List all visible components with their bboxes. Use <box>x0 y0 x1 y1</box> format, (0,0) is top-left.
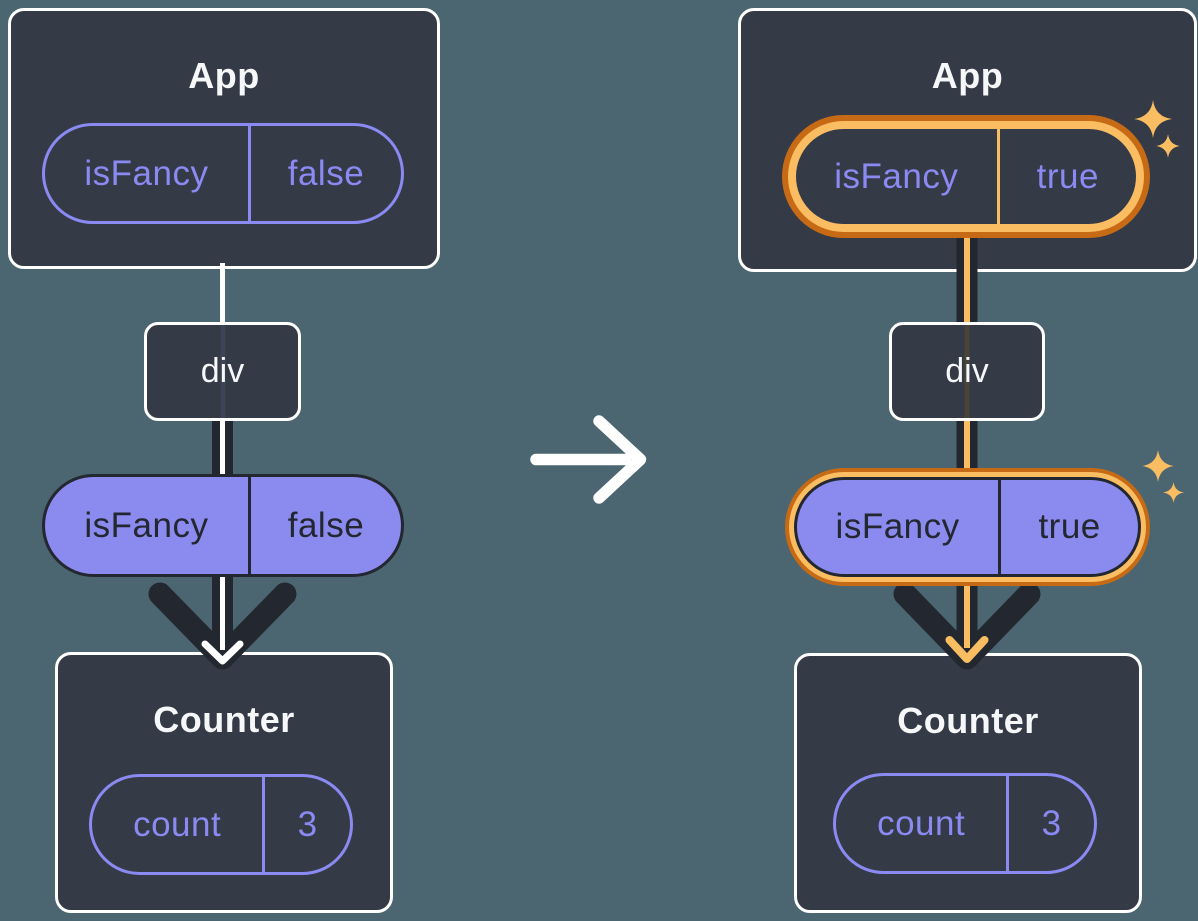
counter-title: Counter <box>153 699 295 740</box>
prop-name: isFancy <box>84 505 209 545</box>
pill-divider <box>262 777 266 872</box>
app-title: App <box>188 55 260 96</box>
sparkle-icon <box>1134 100 1172 138</box>
highlight-ring-inner: isFancy true <box>788 121 1144 232</box>
sparkle-icon <box>1163 482 1184 503</box>
prop-name: isFancy <box>84 153 209 193</box>
pipe-ghost <box>220 325 225 418</box>
app-title: App <box>931 55 1004 96</box>
prop-value: true <box>1036 156 1099 196</box>
counter-card-after: Counter <box>794 653 1142 913</box>
pill-divider <box>996 129 1000 224</box>
sparkle-icon <box>1156 134 1180 158</box>
prop-pipe-after <box>893 228 1041 670</box>
state-value: 3 <box>1041 803 1062 843</box>
passed-prop-pill-after: isFancy true <box>794 477 1141 577</box>
highlight-ring: isFancy true <box>782 115 1150 238</box>
arrow-down-icon <box>148 582 297 670</box>
state-name: count <box>877 803 966 843</box>
counter-state-pill-before: count 3 <box>89 774 353 875</box>
pill-divider <box>1006 776 1010 871</box>
pill-divider <box>247 477 251 574</box>
counter-card-before: Counter <box>55 652 393 913</box>
highlight-ring-inner: isFancy true <box>789 472 1146 582</box>
prop-value: true <box>1038 507 1101 546</box>
app-prop-pill-before: isFancy false <box>42 123 404 224</box>
passed-prop-pill-before: isFancy false <box>42 474 404 577</box>
arrow-right-icon <box>530 415 647 504</box>
pill-divider <box>247 126 251 221</box>
pill-divider <box>998 480 1002 574</box>
prop-value: false <box>287 153 365 193</box>
counter-state-pill-after: count 3 <box>833 773 1097 874</box>
arrow-down-icon <box>893 582 1041 670</box>
div-node-before: div <box>144 322 301 421</box>
div-node-after: div <box>889 322 1045 421</box>
state-name: count <box>133 804 222 844</box>
highlight-ring: isFancy true <box>785 468 1150 586</box>
state-value: 3 <box>297 804 318 844</box>
prop-name: isFancy <box>834 156 959 196</box>
app-prop-pill-after: isFancy true <box>796 129 1136 224</box>
div-label: div <box>200 352 245 390</box>
div-label: div <box>945 352 989 390</box>
sparkle-icon <box>1142 450 1174 482</box>
prop-value: false <box>287 505 365 545</box>
counter-title: Counter <box>897 700 1039 741</box>
pipe-ghost <box>964 325 970 418</box>
prop-name: isFancy <box>835 507 960 546</box>
